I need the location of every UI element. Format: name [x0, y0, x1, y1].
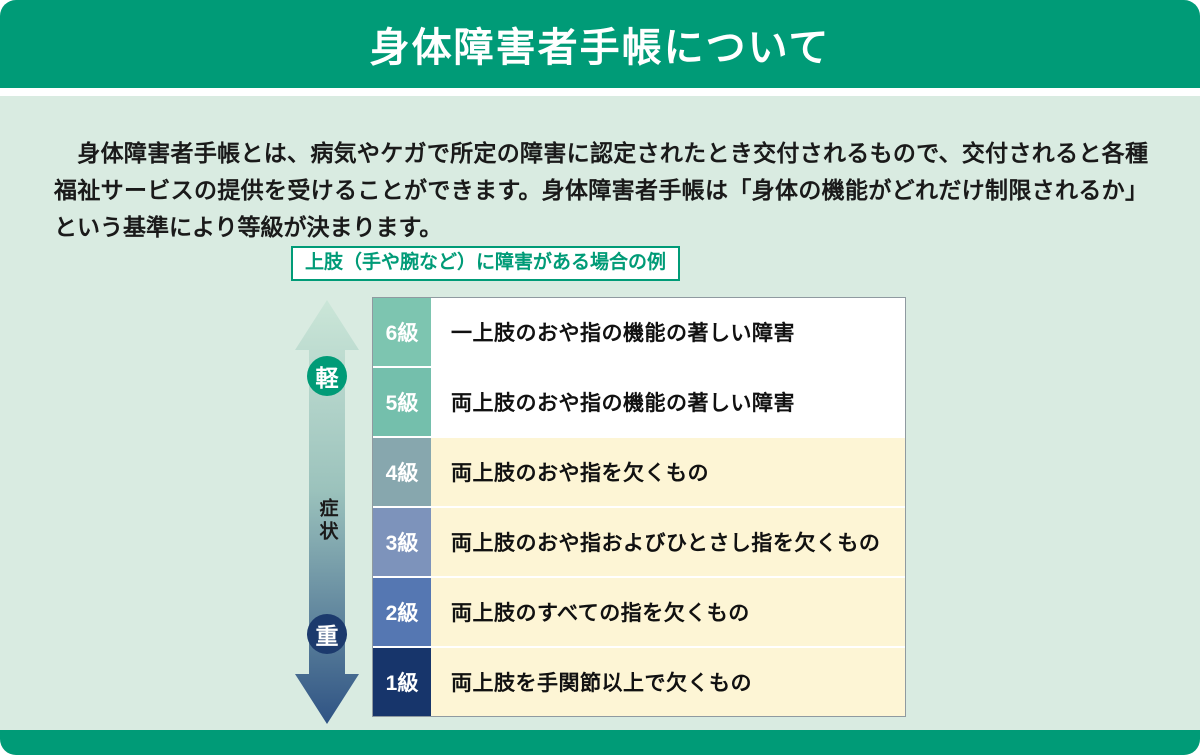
- grade-cell: 4級: [373, 438, 431, 506]
- table-row: 2級 両上肢のすべての指を欠くもの: [373, 578, 905, 646]
- grade-cell: 5級: [373, 368, 431, 436]
- intro-text: 身体障害者手帳とは、病気やケガで所定の障害に認定されたとき交付されるもので、交付…: [54, 140, 1148, 240]
- severe-badge: 重: [307, 614, 347, 654]
- grade-description: 両上肢を手関節以上で欠くもの: [451, 672, 752, 695]
- grade-cell: 1級: [373, 648, 431, 716]
- severity-arrow-graphic: [295, 300, 359, 724]
- grade-cell: 2級: [373, 578, 431, 646]
- grade-description: 両上肢のおや指を欠くもの: [451, 462, 709, 485]
- content-area: 身体障害者手帳とは、病気やケガで所定の障害に認定されたとき交付されるもので、交付…: [0, 96, 1200, 755]
- grade-table: 6級 一上肢のおや指の機能の著しい障害 5級 両上肢のおや指の機能の著しい障害 …: [372, 297, 906, 717]
- grade-description: 両上肢のおや指の機能の著しい障害: [451, 392, 795, 415]
- table-row: 3級 両上肢のおや指およびひとさし指を欠くもの: [373, 508, 905, 576]
- table-row: 1級 両上肢を手関節以上で欠くもの: [373, 648, 905, 716]
- symptom-axis-label: 症状: [316, 498, 338, 544]
- grade-cell: 3級: [373, 508, 431, 576]
- footer-bar: [0, 730, 1200, 755]
- table-row: 4級 両上肢のおや指を欠くもの: [373, 438, 905, 506]
- grade-cell: 6級: [373, 298, 431, 366]
- table-row: 5級 両上肢のおや指の機能の著しい障害: [373, 368, 905, 436]
- example-label: 上肢（手や腕など）に障害がある場合の例: [291, 246, 681, 281]
- grade-description: 両上肢のおや指およびひとさし指を欠くもの: [451, 532, 881, 555]
- table-row: 6級 一上肢のおや指の機能の著しい障害: [373, 298, 905, 366]
- grade-description: 両上肢のすべての指を欠くもの: [451, 602, 750, 625]
- severity-arrow: 軽 症状 重: [295, 300, 359, 724]
- header-bar: 身体障害者手帳について: [0, 0, 1200, 88]
- mild-badge: 軽: [307, 356, 347, 396]
- grade-description: 一上肢のおや指の機能の著しい障害: [451, 322, 795, 345]
- page-title: 身体障害者手帳について: [369, 26, 831, 70]
